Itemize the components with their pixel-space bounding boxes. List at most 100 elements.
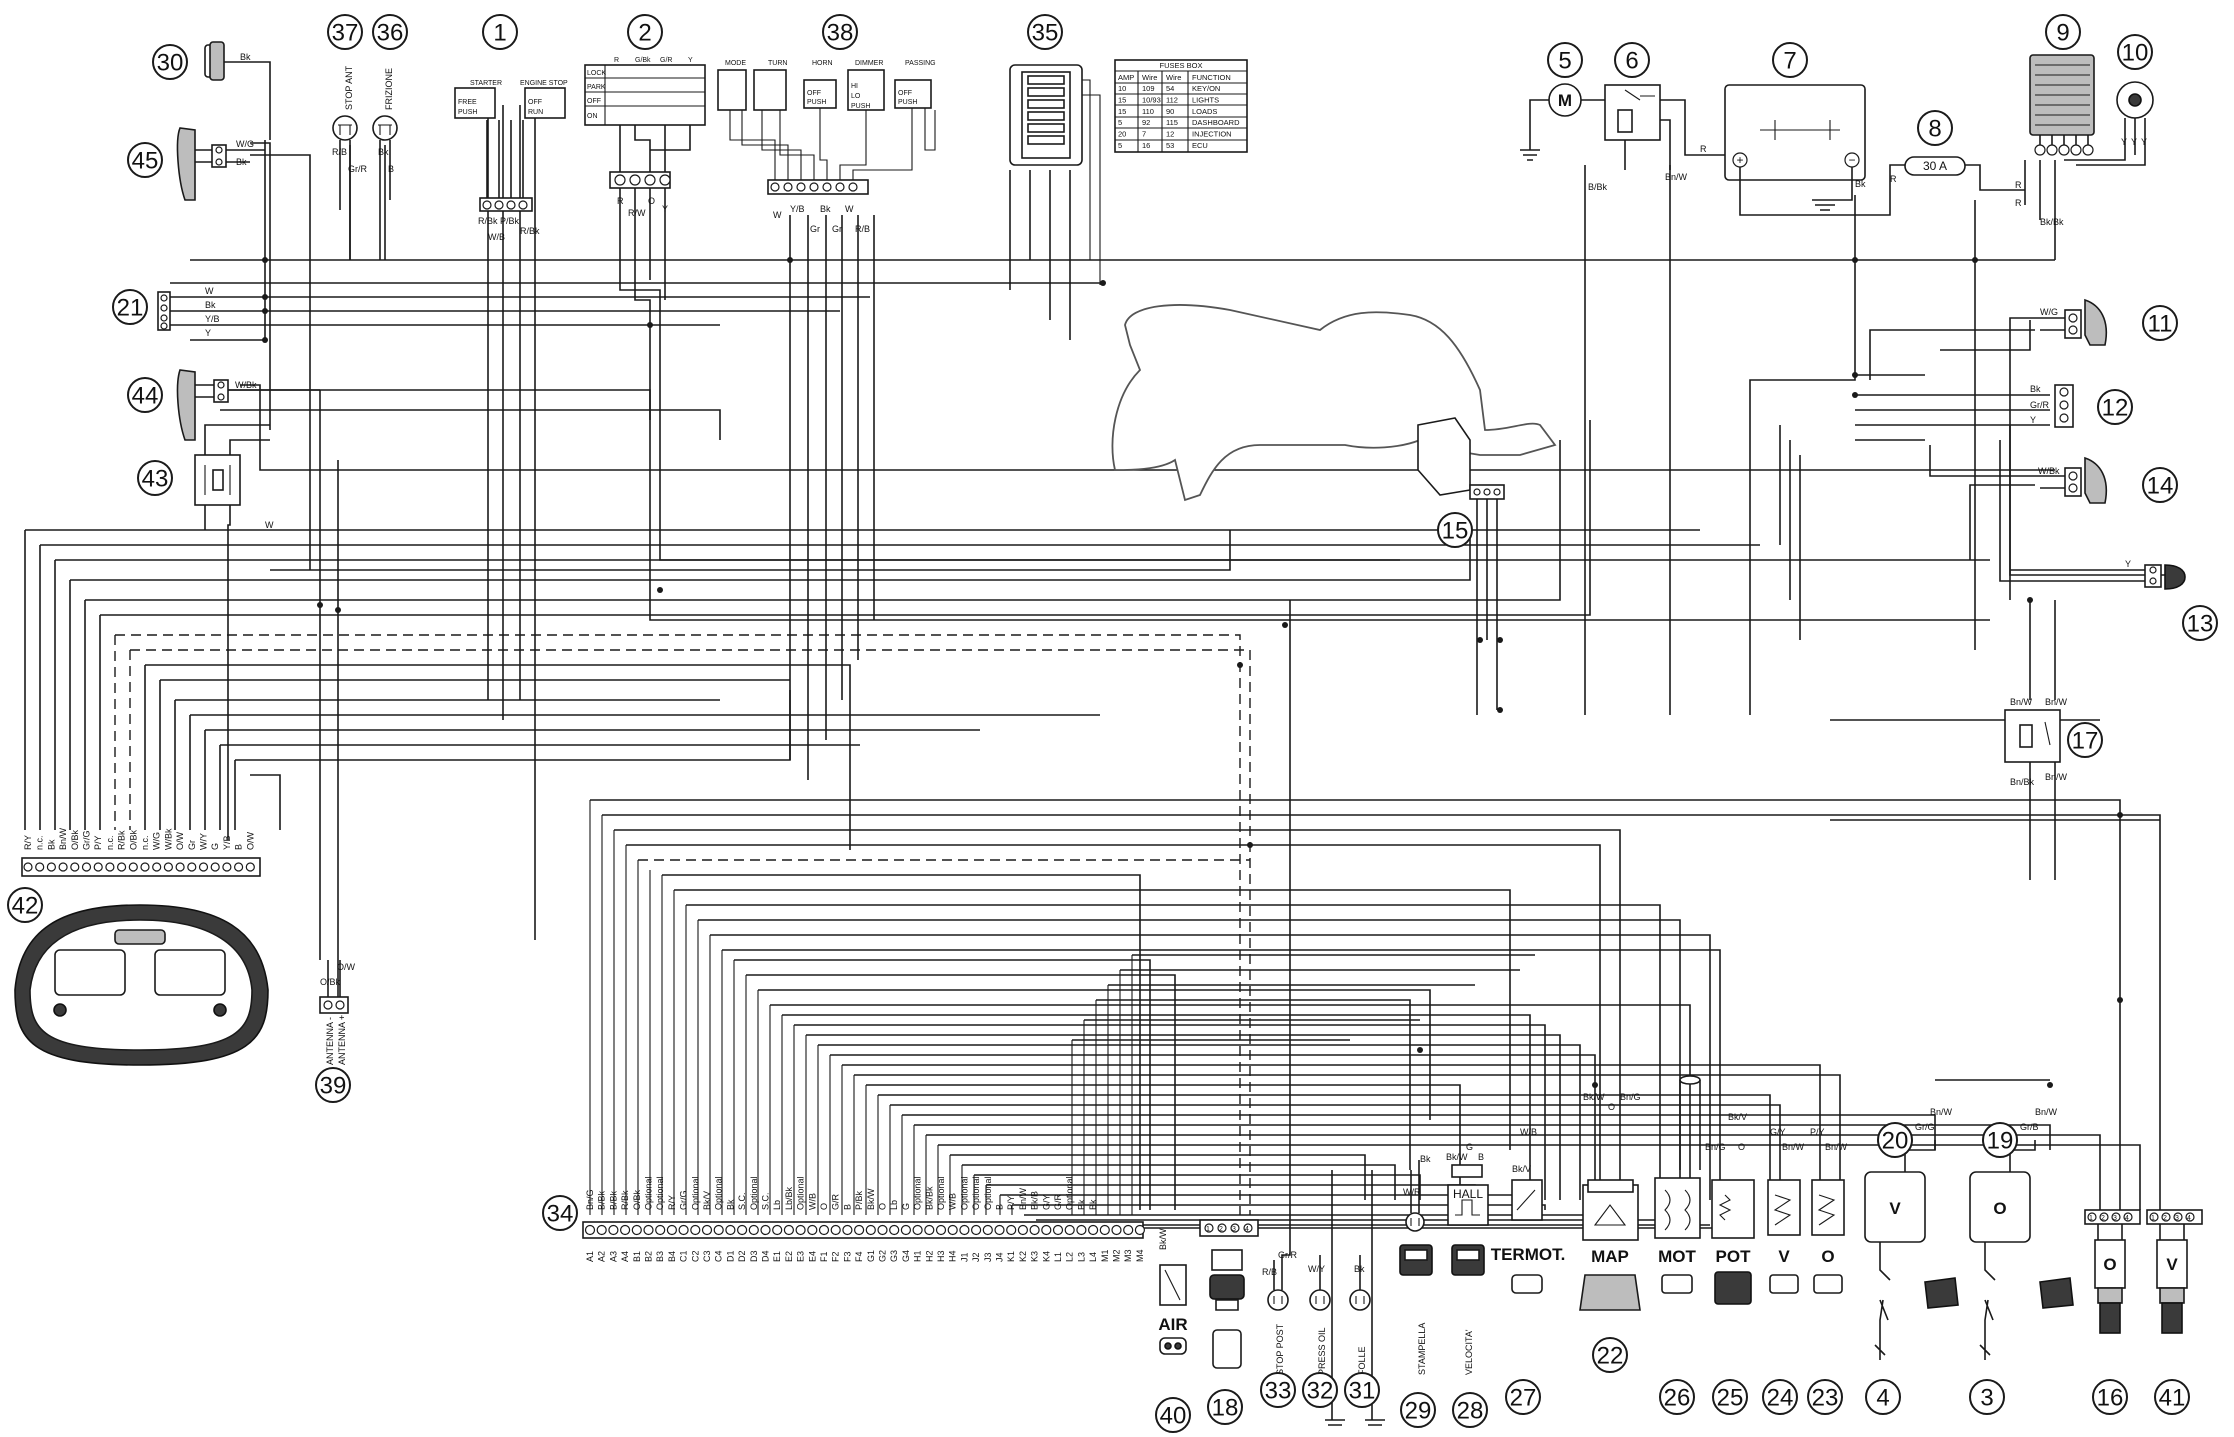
ecu-wire-label: G/Y	[1041, 1194, 1051, 1210]
svg-text:O: O	[648, 196, 655, 206]
svg-text:R/Bk: R/Bk	[478, 216, 498, 226]
callout-6: 6	[1614, 42, 1650, 78]
ecu-pin-label: B2	[644, 1251, 654, 1262]
svg-text:10: 10	[2122, 40, 2149, 67]
svg-text:W: W	[205, 286, 214, 296]
svg-text:FREE: FREE	[458, 99, 477, 106]
connector-3	[1979, 1299, 1994, 1360]
callout-28: 28	[1452, 1392, 1488, 1428]
ecu-pin	[725, 1224, 736, 1236]
svg-text:3: 3	[2113, 1215, 2117, 1222]
callout-23: 23	[1807, 1379, 1843, 1415]
fuse-table-cell: 12	[1166, 130, 1174, 139]
dashboard-pin	[35, 862, 45, 872]
svg-text:Bk/V: Bk/V	[1728, 1112, 1747, 1122]
svg-text:Y/B: Y/B	[790, 204, 805, 214]
svg-text:37: 37	[332, 20, 359, 47]
ecu-wire-label: Lb/Bk	[784, 1186, 794, 1210]
ecu-pin	[865, 1224, 876, 1236]
svg-text:W: W	[265, 520, 274, 530]
lambda-probe-o-16: 1 2 3 4 O	[2084, 1209, 2141, 1334]
svg-text:Bk: Bk	[1354, 1264, 1365, 1274]
ecu-pin	[655, 1224, 666, 1236]
svg-text:3: 3	[1232, 1226, 1236, 1233]
ecu-pin	[889, 1224, 900, 1236]
fuse-table-cell: KEY/ON	[1192, 84, 1220, 93]
dashboard-pin-wire: Y/B	[222, 835, 232, 850]
ecu-pin-label: J4	[995, 1252, 1005, 1262]
ecu-pin	[853, 1224, 865, 1236]
injector-o-23: P/Y Bn/W O	[1810, 1127, 1848, 1294]
svg-text:LO: LO	[851, 93, 861, 100]
dashboard-pin-wire: B	[234, 844, 244, 850]
ecu-pin-label: D1	[725, 1250, 735, 1262]
svg-text:8: 8	[1928, 116, 1941, 143]
callout-30: 30	[152, 44, 188, 80]
svg-text:Bk/Bk: Bk/Bk	[2040, 217, 2064, 227]
svg-text:7: 7	[1783, 48, 1796, 75]
ecu-pin	[807, 1224, 818, 1236]
dashboard-pin	[140, 862, 150, 872]
turn-signal-14: W/Bk	[1929, 445, 2107, 504]
svg-text:B/Bk: B/Bk	[1588, 182, 1608, 192]
svg-text:B: B	[388, 164, 394, 174]
svg-text:Y: Y	[2125, 559, 2131, 569]
svg-text:Bn/W: Bn/W	[2035, 1107, 2058, 1117]
dashboard-pin	[116, 862, 127, 872]
svg-text:R: R	[614, 57, 619, 64]
ecu-wire-label: Bk/Bk	[924, 1186, 934, 1210]
svg-text:2: 2	[638, 20, 651, 47]
motor-actuator-26: MOT	[1654, 1075, 1701, 1294]
dashboard-pin-wire: O/Bk	[70, 829, 80, 850]
ecu-pin	[713, 1224, 724, 1236]
ecu-pin-label: B3	[655, 1251, 665, 1262]
ecu-pin-label: L1	[1053, 1252, 1063, 1262]
ecu-pin-label: A4	[620, 1251, 630, 1262]
svg-text:2: 2	[2163, 1215, 2167, 1222]
connector-21: W Bk Y/B Y	[157, 286, 220, 338]
svg-text:HORN: HORN	[812, 60, 833, 67]
callout-42: 42	[7, 887, 43, 923]
ecu-pin-label: D3	[749, 1250, 759, 1262]
svg-text:4: 4	[1876, 1385, 1889, 1412]
callout-14: 14	[2142, 467, 2178, 503]
ecu-wire-label: Optional	[936, 1176, 946, 1210]
svg-text:OFF: OFF	[807, 90, 821, 97]
svg-text:Bk: Bk	[1420, 1154, 1431, 1164]
license-light-13: Y	[1999, 440, 2186, 590]
svg-text:O: O	[1821, 1247, 1834, 1266]
svg-text:1: 1	[493, 20, 506, 47]
switch-stop-ant-37: STOP ANT R/B Gr/R	[332, 65, 367, 260]
ecu-wire-label: Lb	[889, 1200, 899, 1210]
dashboard-pin-wire: n.c.	[140, 835, 150, 850]
ecu-wire-label: B	[842, 1204, 852, 1210]
svg-text:Bk/W: Bk/W	[1158, 1228, 1168, 1250]
dashboard-pin-wire: n.c.	[105, 835, 115, 850]
dashboard-pin-wire: Bn/W	[58, 827, 68, 850]
ecu-pin	[608, 1224, 619, 1236]
turn-signal-44: W/Bk	[176, 369, 320, 441]
ecu-pin-label: M2	[1112, 1249, 1122, 1262]
svg-text:2: 2	[1219, 1226, 1223, 1233]
svg-text:W/G: W/G	[236, 139, 254, 149]
ecu-wire-label: B/Bk	[597, 1190, 607, 1210]
svg-text:45: 45	[132, 148, 159, 175]
callout-39: 39	[315, 1067, 351, 1103]
svg-text:O/Bk: O/Bk	[320, 977, 341, 987]
ecu-pin	[678, 1224, 689, 1236]
svg-text:28: 28	[1457, 1398, 1484, 1425]
ecu-pin	[690, 1224, 701, 1236]
svg-text:43: 43	[142, 466, 169, 493]
svg-text:42: 42	[12, 893, 39, 920]
callout-8: 8	[1917, 110, 1953, 146]
ecu-pin	[842, 1224, 853, 1236]
svg-text:PUSH: PUSH	[458, 109, 477, 116]
dashboard-pin	[198, 862, 209, 872]
svg-text:B: B	[1478, 1152, 1484, 1162]
svg-text:W/Bk: W/Bk	[235, 380, 257, 390]
ecu-wire-label: Optional	[913, 1176, 923, 1210]
svg-text:4: 4	[2187, 1215, 2191, 1222]
ecu-wire-label: Bk	[1088, 1199, 1098, 1210]
ecu-pin	[900, 1224, 912, 1236]
